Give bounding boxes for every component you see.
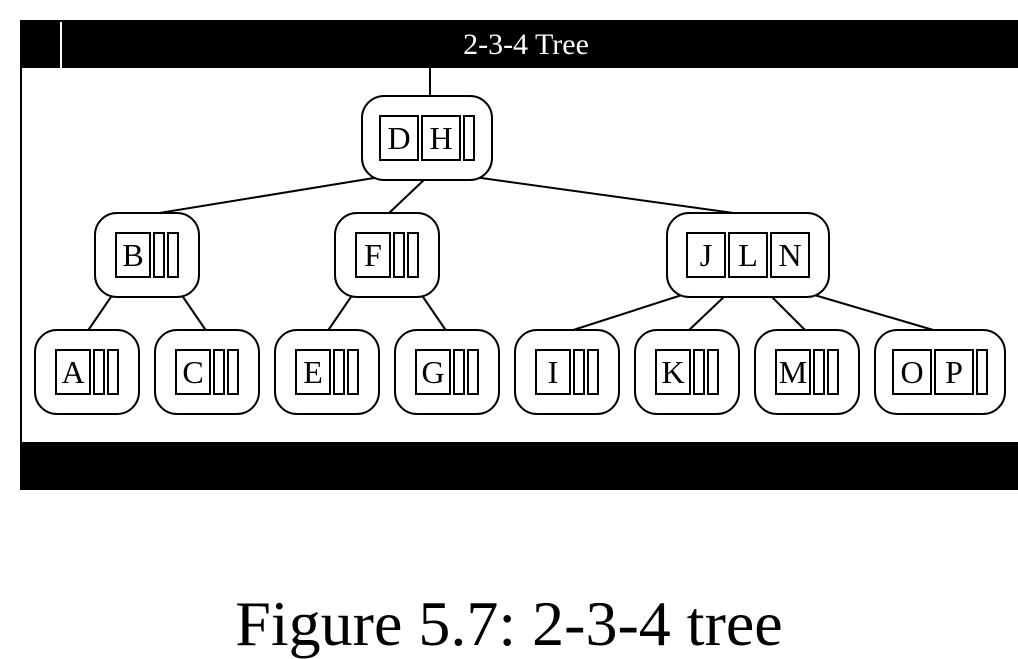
key-label: N: [778, 237, 801, 273]
tree-node: C: [154, 329, 260, 415]
tree-node: F: [334, 212, 440, 298]
key-label: B: [122, 237, 143, 273]
empty-slot: [407, 232, 419, 278]
key-slot: [55, 349, 91, 395]
empty-slot: [227, 349, 239, 395]
tree-node: A: [34, 329, 140, 415]
empty-slot: [463, 115, 475, 161]
key-slot: [655, 349, 691, 395]
key-label: K: [661, 354, 684, 390]
tree-node: I: [514, 329, 620, 415]
empty-slot: [587, 349, 599, 395]
key-slot: [892, 349, 932, 395]
key-label: G: [421, 354, 444, 390]
figure-caption: Figure 5.7: 2-3-4 tree: [235, 588, 783, 659]
tree-node: K: [634, 329, 740, 415]
key-label: J: [700, 237, 712, 273]
key-label: H: [429, 120, 452, 156]
empty-slot: [693, 349, 705, 395]
key-slot: [775, 349, 811, 395]
key-slot: [770, 232, 810, 278]
tree-edge: [686, 293, 728, 333]
key-label: P: [945, 354, 963, 390]
tree-edge: [86, 293, 114, 333]
empty-slot: [453, 349, 465, 395]
key-slot: [175, 349, 211, 395]
window-menu-box[interactable]: [22, 22, 62, 68]
empty-slot: [333, 349, 345, 395]
key-label: A: [61, 354, 84, 390]
key-label: D: [387, 120, 410, 156]
key-slot: [421, 115, 461, 161]
tree-node: M: [754, 329, 860, 415]
tree-edge: [146, 176, 381, 216]
empty-slot: [707, 349, 719, 395]
tree-edge: [768, 293, 808, 333]
key-label: O: [900, 354, 923, 390]
tree-edge: [473, 176, 749, 216]
empty-slot: [167, 232, 179, 278]
empty-slot: [573, 349, 585, 395]
key-slot: [115, 232, 151, 278]
key-slot: [934, 349, 974, 395]
tree-node: G: [394, 329, 500, 415]
key-label: F: [364, 237, 382, 273]
window-title: 2-3-4 Tree: [463, 28, 589, 61]
empty-slot: [153, 232, 165, 278]
key-slot: [686, 232, 726, 278]
bottom-bar: [22, 442, 1018, 488]
empty-slot: [813, 349, 825, 395]
tree-edge: [326, 293, 354, 333]
key-label: E: [303, 354, 323, 390]
key-slot: [295, 349, 331, 395]
key-slot: [415, 349, 451, 395]
key-label: L: [738, 237, 758, 273]
empty-slot: [93, 349, 105, 395]
key-slot: [379, 115, 419, 161]
key-label: C: [182, 354, 203, 390]
tree-node: E: [274, 329, 380, 415]
empty-slot: [827, 349, 839, 395]
empty-slot: [107, 349, 119, 395]
empty-slot: [347, 349, 359, 395]
tree-edge: [566, 293, 686, 333]
key-label: I: [548, 354, 559, 390]
empty-slot: [467, 349, 479, 395]
tree-node: B: [94, 212, 200, 298]
empty-slot: [393, 232, 405, 278]
empty-slot: [213, 349, 225, 395]
key-slot: [728, 232, 768, 278]
tree-edge: [386, 176, 428, 216]
tree-edge: [180, 293, 208, 333]
empty-slot: [976, 349, 988, 395]
key-label: M: [779, 354, 807, 390]
tree-edge: [420, 293, 448, 333]
title-bar: 2-3-4 Tree: [22, 22, 1018, 68]
tree-edge: [810, 293, 941, 333]
key-slot: [535, 349, 571, 395]
key-slot: [355, 232, 391, 278]
